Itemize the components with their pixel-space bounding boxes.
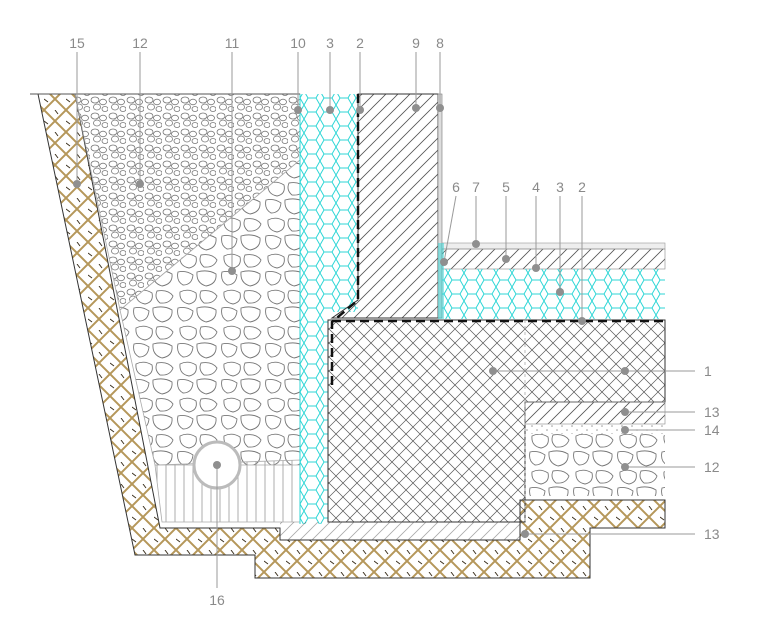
label-3-mid: 3 [556,179,564,195]
label-6: 6 [452,179,460,195]
label-8: 8 [436,35,444,51]
label-7: 7 [472,179,480,195]
label-12-top: 12 [132,35,148,51]
floor-buildup [438,242,666,319]
label-2-mid: 2 [578,179,586,195]
label-1: 1 [704,363,712,379]
soil-layer [37,93,666,579]
label-13-upper: 13 [704,404,720,420]
callouts-right: 1 13 14 12 13 [489,363,720,542]
wall-insulation [299,94,358,524]
label-11: 11 [225,35,240,51]
waterproofing-membrane [330,94,665,390]
label-13-lower: 13 [704,526,720,542]
callouts-bottom: 16 [209,461,225,608]
label-14: 14 [704,422,720,438]
label-16: 16 [209,592,225,608]
subslab-layers [280,401,666,540]
callouts-mid: 6 7 5 4 3 2 [440,179,586,325]
callouts-top: 15 12 11 10 3 2 9 8 [69,35,444,275]
label-3-top: 3 [326,35,334,51]
label-15: 15 [69,35,85,51]
label-9: 9 [412,35,420,51]
label-12-right: 12 [704,459,720,475]
label-10: 10 [290,35,306,51]
label-2-top: 2 [356,35,364,51]
label-4: 4 [532,179,540,195]
label-5: 5 [502,179,510,195]
